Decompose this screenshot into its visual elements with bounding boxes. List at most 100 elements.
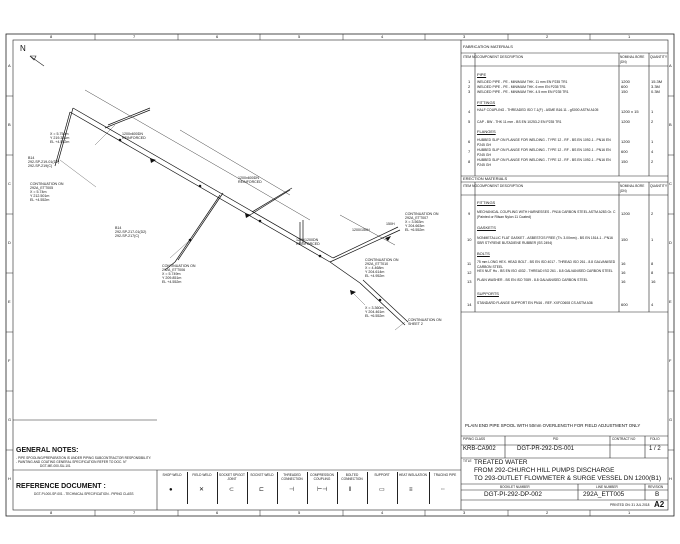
col-size-header: NOMINAL BORE (DN)	[620, 184, 645, 193]
field-weld-icon: ✕	[199, 487, 205, 493]
col-item-header: ITEM NO	[463, 184, 478, 188]
grid-left-a: A	[8, 63, 11, 68]
continuation-label: CONTINUATION ON SHEET 2	[408, 318, 442, 326]
note-line: DGT-ME-000-SU-101	[40, 464, 71, 468]
title-line-1: TREATED WATER	[474, 459, 528, 466]
item-desc: HEX NUT Hu - BS EN ISO 4032 - THREAD ISO…	[477, 269, 613, 273]
grid-right-f: F	[669, 358, 672, 363]
revision-value: B	[655, 491, 660, 498]
spool-tag-label: B14 292-SP-219-01(D2) 292-SP-219(C)	[28, 156, 60, 168]
revision-label: REVISION	[648, 485, 664, 489]
note-line: - PIPE SPOOLING/PREPARATION IS UNDER PIP…	[16, 456, 152, 460]
item-no: 6	[468, 139, 471, 144]
spool-tag-label: B14 292-SP-217-01(D2) 292-SP-217(C)	[115, 226, 147, 238]
spool-note: PLAIN END PIPE SPOOL WITH 50mm OVERLENGT…	[465, 423, 641, 428]
piping-class-label: PIPING CLASS	[463, 437, 486, 441]
item-desc: CAP - BW - THK 11 mm - BS EN 10253-2 EN …	[477, 120, 562, 124]
grid-bottom-4: 4	[381, 510, 384, 515]
grid-top-5: 5	[298, 34, 301, 39]
item-qty: 2	[651, 159, 654, 164]
legend-label: SOCKET WELD	[250, 473, 274, 477]
legend-label: SOCKET SPIGOT JOINT	[219, 473, 245, 481]
grid-right-d: D	[669, 240, 672, 245]
legend-label: SHOP WELD	[162, 473, 182, 477]
grid-left-f: F	[8, 358, 11, 363]
continuation-label: CONTINUATION ON 292A_ETT010 X = 4.468m Y…	[365, 258, 399, 278]
item-qty: 3.3M	[651, 84, 660, 89]
item-size: 16	[621, 261, 626, 266]
fabrication-title: FABRICATION MATERIALS	[463, 44, 513, 49]
legend-item: SUPPORT ▭	[367, 472, 398, 504]
pid-label: PID	[553, 437, 559, 441]
inner-frame	[12, 39, 669, 511]
grid-right-e: E	[669, 299, 672, 304]
item-no: 3	[468, 89, 471, 94]
grid-left-e: E	[8, 299, 11, 304]
item-size: 1200	[621, 119, 630, 124]
section-heading: FLANGES	[477, 129, 496, 134]
item-no: 12	[467, 270, 472, 275]
item-size: 1200	[621, 211, 630, 216]
title-line-2: FROM 292-CHURCH HILL PUMPS DISCHARGE	[474, 467, 615, 474]
item-desc: HUBBED SLIP ON FLANGE FOR WELDING - TYPE…	[477, 148, 611, 157]
item-qty: 15.3M	[651, 79, 663, 84]
item-qty: 0.3M	[651, 89, 660, 94]
title-label: TITLE	[463, 459, 472, 463]
item-qty: 4	[651, 302, 654, 307]
item-size: 600	[621, 149, 628, 154]
tracing-pipe-icon: ┄	[441, 487, 445, 493]
support-icon: ▭	[379, 487, 385, 493]
grid-left-c: C	[8, 181, 11, 186]
note-line: - PAINTING AND COATING GENERAL SPECIFICA…	[16, 460, 127, 464]
col-qty-header: QUANTITY	[650, 55, 668, 59]
item-size: 1200	[621, 79, 630, 84]
legend-label: HEAT INSULATION	[399, 473, 427, 477]
item-desc: HALF COUPLING - THREADED ISO 7-1(F) - AS…	[477, 108, 599, 112]
item-qty: 16	[651, 279, 656, 284]
item-no: 14	[467, 302, 472, 307]
item-qty: 4	[651, 149, 654, 154]
legend-item: COMPRESSION COUPLING ⊢⊣	[307, 472, 338, 504]
shop-weld-icon: ●	[169, 487, 173, 493]
item-desc: HUBBED SLIP ON FLANGE FOR WELDING - TYPE…	[477, 158, 611, 167]
item-qty: 8	[651, 270, 654, 275]
folio-label: FOLIO	[650, 437, 660, 441]
continuation-label: CONTINUATION ON 292A_ETT005 X = 5.74m Y …	[30, 182, 64, 202]
item-size: 150	[621, 89, 628, 94]
item-qty: 2	[651, 211, 654, 216]
grid-bottom-8: 8	[50, 510, 53, 515]
col-size-header: NOMINAL BORE (DN)	[620, 55, 645, 64]
heat-insulation-icon: ≡	[409, 487, 413, 493]
sheet-frame	[5, 33, 675, 517]
contract-label: CONTRACT NO	[612, 437, 636, 441]
item-qty: 1	[651, 237, 654, 242]
booklet-value: DGT-PI-292-DP-002	[484, 491, 542, 498]
item-desc: PLAIN WASHER - BS EN ISO 7089 - 8.8 GALV…	[477, 278, 588, 282]
reinforced-label: 1200x600DN REINFORCED	[238, 176, 262, 184]
item-size: 1200	[621, 139, 630, 144]
piping-class-value: KRB-CA902	[463, 446, 496, 452]
item-desc: WELDED PIPE - PE - MINIMUM THK. 6 mm EN …	[477, 85, 566, 89]
item-desc: MECHANICAL COUPLING WITH HARNESSES - PN1…	[477, 210, 616, 219]
booklet-label: BOOKLET NUMBER	[500, 485, 530, 489]
item-size: 16	[621, 270, 626, 275]
grid-top-1: 1	[628, 34, 631, 39]
legend-label: FIELD WELD	[192, 473, 212, 477]
legend-lines	[13, 419, 461, 510]
socket-weld-icon: ⊏	[259, 487, 265, 493]
item-no: 11	[467, 261, 472, 266]
legend-label: BOLTED CONNECTION	[341, 473, 363, 481]
line-label: LINE NUMBER	[596, 485, 618, 489]
threaded-connection-icon: ⊣	[289, 487, 295, 493]
grid-left-b: B	[8, 122, 11, 127]
legend-item: SHOP WELD ●	[157, 472, 188, 504]
item-no: 13	[467, 279, 472, 284]
item-no: 4	[468, 109, 471, 114]
col-desc-header: COMPONENT DESCRIPTION	[477, 55, 524, 59]
section-heading: SUPPORTS	[477, 291, 499, 296]
socket-spigot-icon: ⊂	[229, 487, 235, 493]
line-value: 292A_ETT005	[583, 491, 625, 498]
item-no: 8	[468, 159, 471, 164]
item-qty: 2	[651, 119, 654, 124]
